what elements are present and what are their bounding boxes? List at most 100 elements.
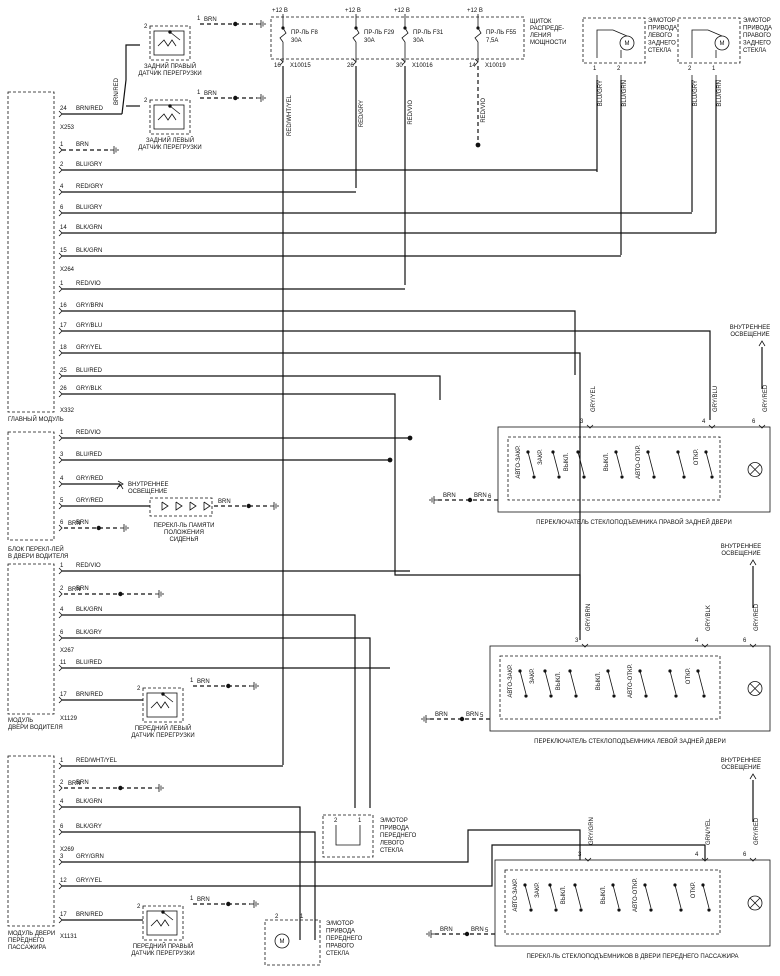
sensor-inner [146, 692, 178, 718]
pin: 2 [334, 818, 338, 824]
wire-blk-gry [62, 831, 316, 940]
fuse-icon [474, 27, 482, 43]
connector-pin [474, 58, 479, 66]
sensor-pin: 1 [190, 896, 194, 902]
main-module-pin: 25 [60, 368, 67, 374]
arrow-icon [749, 559, 757, 566]
wire-label: GRY/BLU [713, 386, 719, 412]
switch-pin: 6 [488, 494, 492, 500]
pin: 1 [60, 430, 64, 436]
arrow-icon [116, 483, 124, 490]
window-switch-inner [499, 655, 721, 720]
splice-dot [246, 503, 251, 509]
sensor-spring-icon [157, 39, 177, 47]
connector-pin [58, 590, 63, 598]
pin: 2 [60, 780, 64, 786]
main-module [7, 91, 55, 413]
rear-motor-box [582, 17, 646, 64]
connector-pin [758, 424, 766, 429]
sensor-contact [169, 105, 181, 115]
inner-light-label: ОСВЕЩЕНИЕ [721, 551, 760, 557]
switch-node [529, 908, 533, 912]
wire-blk-grn [62, 614, 356, 808]
wire-label: GRY/RED [763, 384, 769, 412]
fuse-pin: 30 [396, 63, 403, 69]
splice-dot [226, 901, 231, 907]
rear-motor-box [677, 17, 741, 64]
switch-contact [677, 451, 685, 476]
motor-label: Э/МОТОР [743, 18, 771, 24]
fuse-node [403, 26, 407, 30]
connector-label: X332 [60, 408, 75, 414]
memory-switch [149, 497, 213, 517]
switch-node [646, 450, 650, 454]
motor-pin: 1 [712, 66, 716, 72]
motor-label: СТЕКЛА [743, 48, 766, 54]
switch-contact [647, 451, 655, 476]
lamp-icon [749, 683, 761, 694]
motor-label: ЗАДНЕГО [743, 41, 771, 47]
switch-contact [527, 451, 535, 476]
wire-label: RED/VIO [481, 98, 487, 123]
driver-door-label: МОДУЛЬ [8, 718, 33, 724]
wire-label: BLU/GRY [598, 80, 604, 106]
diode-icon [161, 501, 169, 511]
wire-label: BRN [443, 493, 456, 499]
wire-label: BRN [76, 780, 89, 786]
sensor-pin: 1 [197, 90, 201, 96]
switch-word: ЗАКР. [530, 668, 536, 684]
wire-label: GRY/BRN [586, 604, 592, 631]
wire-label: BRN [218, 499, 231, 505]
pass-door-module [7, 755, 55, 927]
switch-node [551, 450, 555, 454]
splice-dot [118, 785, 123, 791]
fuse-icon [352, 27, 360, 43]
switch-contact [574, 884, 582, 909]
window-switch-inner [504, 869, 721, 935]
main-module-pin: 16 [60, 303, 67, 309]
connector-pin [584, 857, 592, 862]
fuse-name: ПР-ЛЬ F31 [413, 30, 444, 36]
switch-pin: 3 [578, 852, 582, 858]
wire-label: BLK/GRN [76, 607, 102, 613]
lamp-icon [749, 464, 761, 475]
switch-node [576, 450, 580, 454]
switch-pin: 6 [752, 419, 756, 425]
arrow-icon [758, 340, 766, 347]
switch-node [702, 694, 706, 698]
wire-gry-blu [62, 330, 711, 420]
fuse-box [270, 16, 525, 60]
sensor-pin: 1 [197, 16, 201, 22]
diode-icon [203, 501, 211, 511]
sensor-inner [146, 910, 178, 936]
switch-node [614, 450, 618, 454]
motor-wire [691, 29, 723, 58]
splice-dot [233, 95, 238, 101]
front-right-motor-label: ПРАВОГО [326, 944, 354, 950]
pin: 17 [60, 912, 67, 918]
switch-node [554, 908, 558, 912]
splice-dot [226, 683, 231, 689]
inner-light-label: ОСВЕЩЕНИЕ [721, 765, 760, 771]
wire-gry-yel [62, 352, 581, 630]
sensor-spring-icon [150, 919, 170, 927]
connector-label: X264 [60, 267, 75, 273]
fuse-box-title: РАСПРЕДЕ- [530, 26, 564, 32]
wire-label: BRN [197, 679, 210, 685]
wire-blk-grn [62, 806, 301, 940]
sensor-inner [153, 104, 185, 130]
switch-node [548, 883, 552, 887]
switch-node [543, 669, 547, 673]
switch-word: ВЫКЛ. [561, 885, 567, 904]
wire-label: BRN [68, 521, 81, 527]
sensor-pin: 1 [190, 678, 194, 684]
wire-label: BLU/GRY [76, 162, 102, 168]
front-right-motor [264, 919, 321, 966]
pin: 1 [60, 563, 64, 569]
motor-pin: 2 [688, 66, 692, 72]
wire-label: BLU/GRY [76, 205, 102, 211]
memory-switch-label: СИДЕНЬЯ [169, 537, 198, 543]
window-switch-box [489, 645, 771, 732]
main-module-pin: 15 [60, 248, 67, 254]
motor-icon: M [280, 939, 285, 945]
